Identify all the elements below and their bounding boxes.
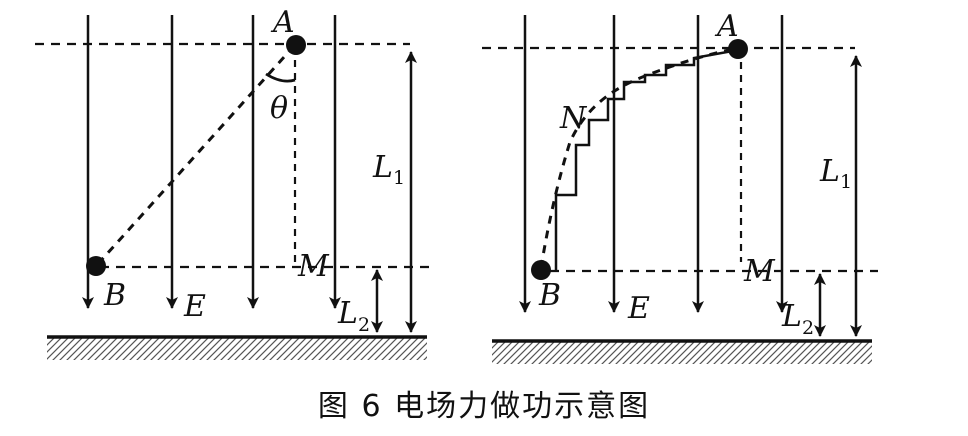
svg-text:1: 1 (840, 171, 852, 193)
left-label-m: M (297, 249, 330, 284)
left-field-lines (82, 15, 341, 309)
left-label-theta: θ (270, 91, 288, 126)
right-label-l1: L 1 (819, 154, 852, 193)
right-charge-a (728, 39, 748, 59)
left-label-e: E (183, 289, 206, 324)
right-label-n: N (559, 101, 588, 136)
left-ground (47, 338, 427, 360)
right-label-b: B (538, 278, 561, 313)
left-charge-b (86, 256, 106, 276)
left-panel: A B M E θ L 1 L 2 (35, 5, 430, 360)
angle-arc (265, 72, 296, 83)
svg-text:L: L (781, 299, 802, 334)
left-label-a: A (270, 5, 295, 40)
left-charge-a (286, 35, 306, 55)
figure-caption: 图 6 电场力做功示意图 (318, 389, 650, 424)
svg-text:L: L (819, 154, 840, 189)
right-field-lines (519, 15, 788, 313)
right-label-e: E (627, 291, 650, 326)
left-path-ab (95, 44, 296, 267)
svg-text:1: 1 (393, 167, 405, 189)
right-curved-path (539, 46, 739, 269)
svg-text:2: 2 (358, 314, 370, 336)
svg-text:L: L (372, 150, 393, 185)
right-panel: A B M N E L 1 L 2 (482, 9, 878, 364)
left-label-l2: L 2 (337, 296, 370, 336)
right-label-l2: L 2 (781, 299, 814, 339)
left-label-b: B (103, 278, 126, 313)
right-charge-b (531, 260, 551, 280)
svg-text:2: 2 (802, 317, 814, 339)
left-label-l1: L 1 (372, 150, 405, 189)
right-label-a: A (714, 9, 739, 44)
svg-text:L: L (337, 296, 358, 331)
right-ground (492, 342, 872, 364)
right-stepped-path (554, 48, 739, 270)
right-label-m: M (743, 254, 776, 289)
